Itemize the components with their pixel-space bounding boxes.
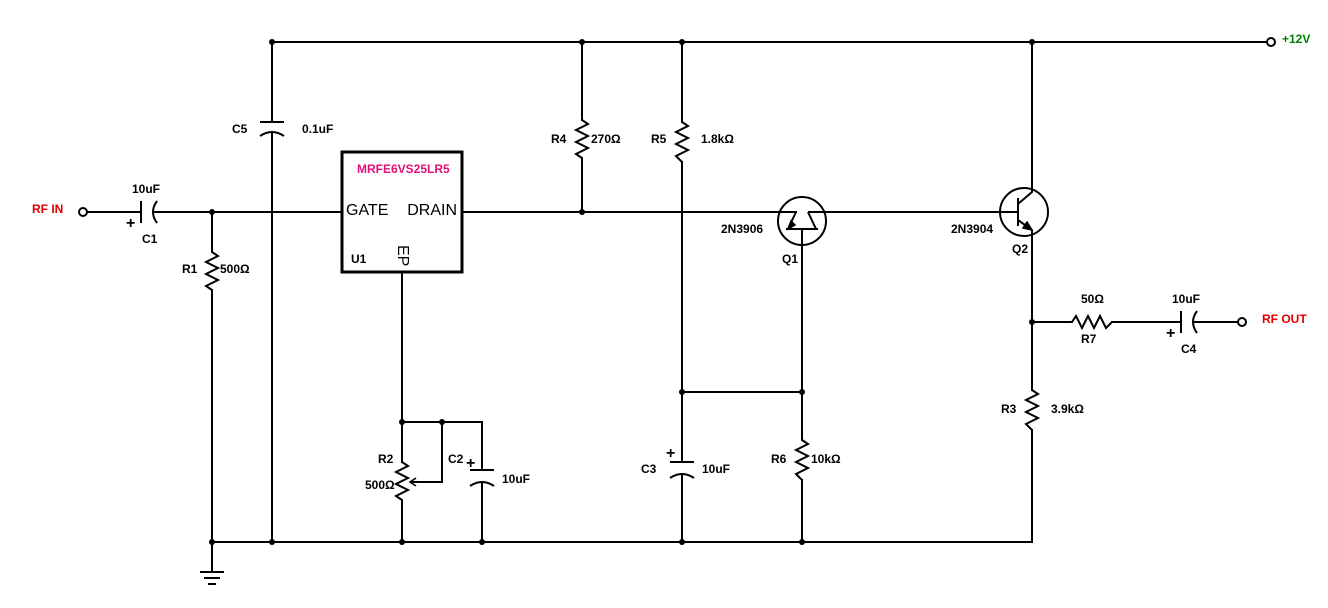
r5-value-label: 1.8kΩ — [701, 132, 734, 146]
c5-ref-label: C5 — [232, 122, 248, 136]
r6-value-label: 10kΩ — [811, 452, 841, 466]
polarity-mark-c4: + — [1166, 325, 1175, 342]
r7-ref-label: R7 — [1081, 332, 1097, 346]
capacitor-c2-icon[interactable] — [469, 469, 495, 487]
junction-dot — [579, 39, 585, 45]
c1-ref-label: C1 — [142, 232, 158, 246]
wire-r2-c2-top — [401, 421, 483, 471]
q2-part-label: 2N3904 — [951, 222, 993, 236]
r5-ref-label: R5 — [651, 132, 667, 146]
junction-dot — [269, 39, 275, 45]
junction-dot — [799, 539, 805, 545]
junction-dot — [439, 419, 445, 425]
r4-value-label: 270Ω — [591, 132, 621, 146]
supply-label: +12V — [1282, 32, 1310, 46]
rf-out-label: RF OUT — [1262, 312, 1307, 326]
junction-dot — [679, 39, 685, 45]
c2-value-label: 10uF — [502, 472, 530, 486]
junction-dot — [209, 209, 215, 215]
junction-dot — [269, 539, 275, 545]
ic-u1[interactable]: MRFE6VS25LR5 GATE DRAIN EP U1 — [340, 150, 464, 274]
r2-ref-label: R2 — [378, 452, 394, 466]
junction-dot — [579, 209, 585, 215]
resistor-r4-icon[interactable] — [573, 119, 591, 159]
wires — [87, 41, 1267, 573]
transistor-q1-icon[interactable] — [777, 196, 827, 246]
r7-value-label: 50Ω — [1081, 292, 1104, 306]
q1-part-label: 2N3906 — [721, 222, 763, 236]
junction-dot — [799, 389, 805, 395]
u1-pin-drain: DRAIN — [407, 202, 457, 219]
polarity-mark-c3: + — [666, 445, 675, 462]
u1-part-label: MRFE6VS25LR5 — [357, 162, 450, 176]
u1-pin-ep: EP — [394, 245, 411, 266]
c3-ref-label: C3 — [641, 462, 657, 476]
c5-value-label: 0.1uF — [302, 122, 333, 136]
c1-value-label: 10uF — [132, 182, 160, 196]
q1-ref-label: Q1 — [782, 252, 798, 266]
junction-dot — [1029, 39, 1035, 45]
resistor-r3-icon[interactable] — [1023, 389, 1041, 431]
u1-pin-gate: GATE — [346, 202, 388, 219]
junction-dot — [399, 539, 405, 545]
polarity-mark-c2: + — [466, 455, 475, 472]
polarity-mark-c1: + — [126, 215, 135, 232]
r6-ref-label: R6 — [771, 452, 787, 466]
transistor-q2-icon[interactable] — [999, 187, 1049, 237]
u1-ref-label: U1 — [351, 252, 367, 266]
supply-terminal[interactable] — [1266, 37, 1276, 47]
c4-value-label: 10uF — [1172, 292, 1200, 306]
resistor-r7-icon[interactable] — [1071, 313, 1113, 331]
c4-ref-label: C4 — [1181, 342, 1197, 356]
rf-in-terminal[interactable] — [78, 207, 88, 217]
r3-ref-label: R3 — [1001, 402, 1017, 416]
junction-dots — [209, 39, 1035, 545]
r3-value-label: 3.9kΩ — [1051, 402, 1084, 416]
resistor-r6-icon[interactable] — [793, 439, 811, 481]
resistor-r5-icon[interactable] — [673, 121, 691, 163]
r1-value-label: 500Ω — [220, 262, 250, 276]
resistor-r1-icon[interactable] — [203, 251, 221, 291]
capacitor-c3-icon[interactable] — [669, 461, 695, 479]
junction-dot — [209, 539, 215, 545]
potentiometer-r2-icon[interactable] — [393, 461, 420, 501]
c2-ref-label: C2 — [448, 452, 464, 466]
junction-dot — [679, 389, 685, 395]
wire-r2-wiper — [419, 421, 443, 483]
r2-value-label: 500Ω — [365, 478, 395, 492]
q2-ref-label: Q2 — [1012, 242, 1028, 256]
rf-out-terminal[interactable] — [1237, 317, 1247, 327]
r1-ref-label: R1 — [182, 262, 198, 276]
capacitor-c4-icon[interactable] — [1180, 310, 1198, 334]
junction-dot — [679, 539, 685, 545]
r4-ref-label: R4 — [551, 132, 567, 146]
capacitor-c5-icon[interactable] — [259, 121, 285, 137]
ground-icon — [200, 571, 224, 585]
junction-dot — [479, 539, 485, 545]
capacitor-c1-icon[interactable] — [140, 200, 158, 224]
rf-in-label: RF IN — [32, 202, 63, 216]
junction-dot — [1029, 319, 1035, 325]
c3-value-label: 10uF — [702, 462, 730, 476]
junction-dot — [399, 419, 405, 425]
